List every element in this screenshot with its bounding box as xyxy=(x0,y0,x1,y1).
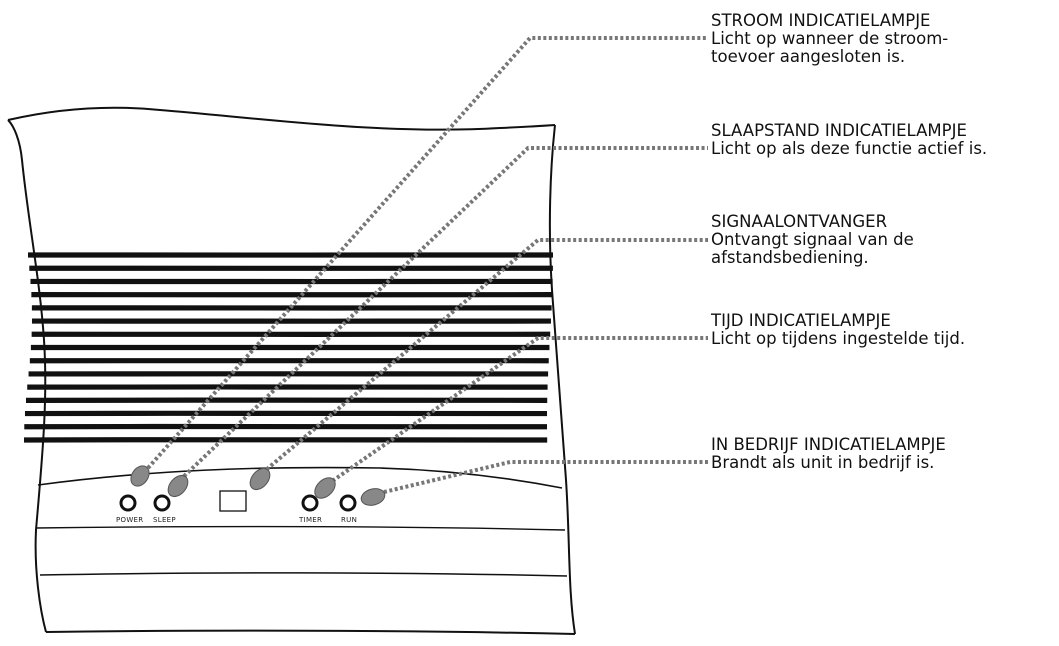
device-base-line xyxy=(39,572,568,577)
grille-slat xyxy=(31,304,552,311)
panel-curve-bottom xyxy=(35,525,566,531)
device-body xyxy=(7,106,576,635)
run-knob-label: RUN xyxy=(341,516,357,524)
grille-slat xyxy=(29,265,553,272)
grille-slat xyxy=(30,344,550,351)
callout-power: STROOM INDICATIELAMPJE Licht op wanneer … xyxy=(711,12,948,66)
callout-run: IN BEDRIJF INDICATIELAMPJE Brandt als un… xyxy=(711,436,946,472)
callout-signal: SIGNAALONTVANGER Ontvangt signaal van de… xyxy=(711,213,914,267)
run-indicator-lamp xyxy=(339,494,357,512)
callout-power-title: STROOM INDICATIELAMPJE xyxy=(711,11,931,30)
callout-signal-line-2: afstandsbediening. xyxy=(711,248,869,267)
leader-run xyxy=(383,460,708,494)
device-right-edge xyxy=(548,124,576,635)
power-knob-label: POWER xyxy=(116,516,143,524)
grille-slat xyxy=(27,384,548,391)
vent-grille xyxy=(23,252,554,443)
pointer-signal xyxy=(249,467,271,491)
grille-slat xyxy=(23,437,548,443)
grille-slat xyxy=(31,331,551,338)
grille-slat xyxy=(30,278,553,285)
callout-sleep-line-1: Licht op als deze functie actief is. xyxy=(711,139,988,158)
grille-slat xyxy=(29,357,549,364)
callout-power-line-2: toevoer aangesloten is. xyxy=(711,47,906,66)
grille-slat xyxy=(31,291,553,298)
callout-run-title: IN BEDRIJF INDICATIELAMPJE xyxy=(711,435,946,454)
pointer-run xyxy=(360,488,386,506)
callout-run-line-1: Brandt als unit in bedrijf is. xyxy=(711,453,935,472)
callout-timer-title: TIJD INDICATIELAMPJE xyxy=(711,311,891,330)
callout-power-line-1: Licht op wanneer de stroom- xyxy=(711,29,949,48)
grille-slat xyxy=(31,318,551,324)
panel-curve-top xyxy=(37,466,563,489)
pointer-marks xyxy=(130,465,386,506)
grille-slat xyxy=(28,371,549,377)
callout-signal-line-1: Ontvangt signaal van de xyxy=(711,230,914,249)
pointer-timer xyxy=(314,477,336,499)
sleep-knob-label: SLEEP xyxy=(153,516,176,524)
callout-signal-title: SIGNAALONTVANGER xyxy=(711,212,888,231)
sleep-indicator-lamp xyxy=(153,494,171,512)
callout-timer: TIJD INDICATIELAMPJE Licht op tijdens in… xyxy=(711,312,965,348)
grille-slat xyxy=(24,423,548,430)
leader-power xyxy=(146,36,708,470)
leader-sleep xyxy=(178,146,708,482)
timer-knob-label: TIMER xyxy=(298,516,322,524)
power-indicator-lamp xyxy=(119,494,137,512)
timer-indicator-lamp xyxy=(301,494,319,512)
callout-sleep-title: SLAAPSTAND INDICATIELAMPJE xyxy=(711,121,967,140)
callout-timer-line-1: Licht op tijdens ingestelde tijd. xyxy=(711,329,966,348)
leader-timer xyxy=(326,336,708,486)
leader-signal xyxy=(252,238,708,482)
pointer-power xyxy=(130,465,150,487)
callout-sleep: SLAAPSTAND INDICATIELAMPJE Licht op als … xyxy=(711,122,987,158)
grille-slat xyxy=(25,397,548,404)
device-bottom-edge xyxy=(45,629,576,635)
control-panel: POWER SLEEP TIMER RUN xyxy=(116,490,357,524)
grille-slat xyxy=(27,252,554,258)
device-top-edge xyxy=(7,106,556,131)
grille-slat xyxy=(24,410,548,417)
leader-lines xyxy=(146,36,708,494)
pointer-sleep xyxy=(167,474,189,498)
signal-receiver-window xyxy=(219,490,247,512)
